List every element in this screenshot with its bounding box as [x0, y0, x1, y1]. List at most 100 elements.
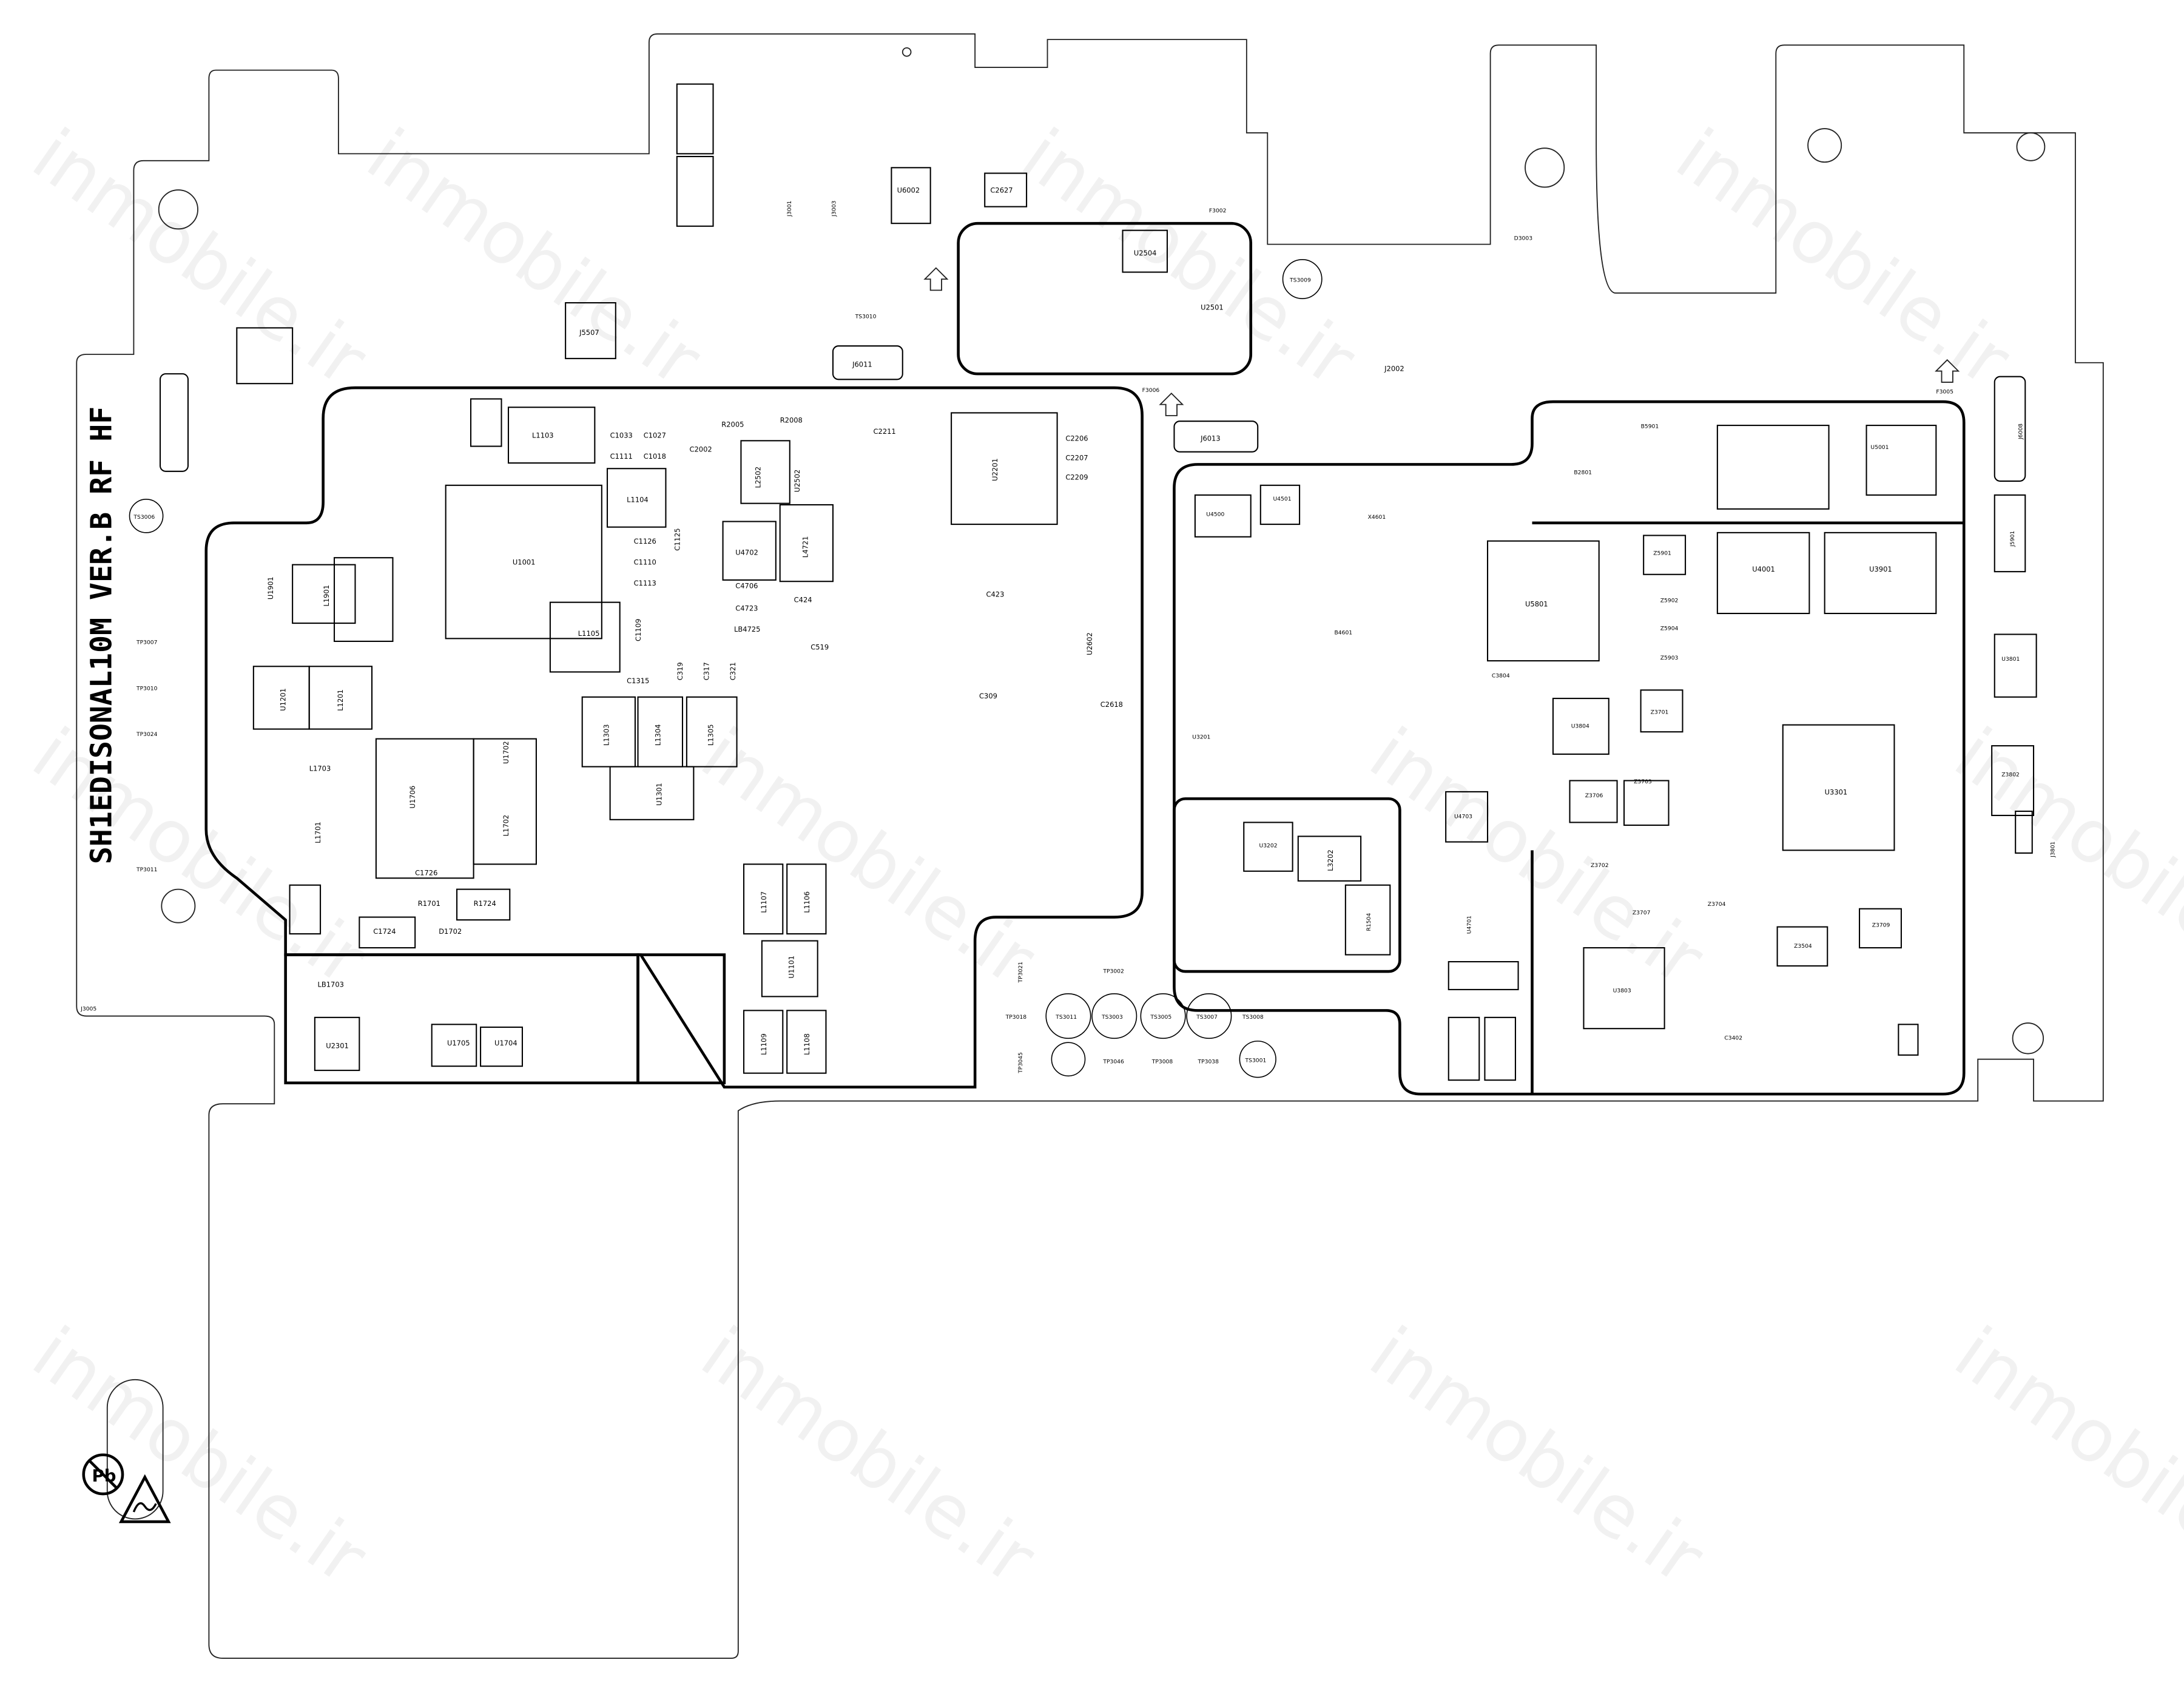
label-j2002: J2002: [1384, 365, 1404, 373]
label-u2602: U2602: [1085, 632, 1094, 655]
label-j5507: J5507: [579, 328, 599, 337]
label-c2206: C2206: [1065, 434, 1088, 442]
label-ts3006: TS3006: [133, 514, 155, 521]
label-c1110: C1110: [634, 558, 656, 567]
label-r2005: R2005: [721, 420, 744, 428]
label-c1126: C1126: [634, 537, 656, 545]
label-b4601: B4601: [1334, 629, 1352, 636]
label-f3005: F3005: [1936, 388, 1953, 395]
label-u3201: U3201: [1192, 734, 1210, 741]
label-l1703: L1703: [309, 764, 331, 772]
label-d3003: D3003: [1514, 235, 1533, 242]
label-ts3008: TS3008: [1242, 1014, 1264, 1021]
watermark-text: inmobile.ir: [1006, 113, 1370, 403]
label-tp3002: TP3002: [1102, 968, 1124, 974]
watermark: inmobile.ir inmobile.ir inmobile.ir inmo…: [18, 113, 2184, 1601]
label-z3702: Z3702: [1591, 862, 1609, 869]
label-l1701: L1701: [314, 822, 322, 843]
component-labels: U1001 U2201 U5801 U3301 U4001 U3901 L110…: [80, 186, 2056, 1074]
label-j3005: J3005: [80, 1005, 96, 1012]
ts3003-pad: [1091, 993, 1138, 1039]
label-r2008: R2008: [780, 416, 803, 424]
board-title: SH1EDISONAL10M VER.B RF HF: [85, 407, 119, 865]
label-u1705: U1705: [447, 1039, 470, 1047]
label-c424: C424: [794, 596, 812, 604]
lead-free-icon: Pb: [82, 1453, 124, 1496]
arrow-up-outline-icon: [923, 267, 949, 291]
label-c4723: C4723: [735, 604, 758, 612]
arrow-up-outline-icon: [1159, 392, 1184, 416]
ts3005-pad: [1140, 993, 1186, 1039]
label-tp3046: TP3046: [1102, 1059, 1124, 1065]
mounting-hole-icon: [2016, 132, 2046, 161]
label-ts3010: TS3010: [855, 313, 877, 320]
label-u4501: U4501: [1273, 496, 1291, 502]
label-u4701: U4701: [1466, 916, 1472, 934]
label-l1109: L1109: [760, 1033, 768, 1055]
label-u3202: U3202: [1259, 843, 1278, 849]
label-f3006: F3006: [1142, 387, 1160, 394]
label-u3804: U3804: [1571, 723, 1589, 729]
label-l1305: L1305: [707, 724, 715, 746]
ts3009-pad: [1282, 259, 1323, 299]
ts3011-pad: [1045, 993, 1091, 1039]
label-c1111: C1111: [610, 452, 633, 461]
fiducial-icon: [902, 47, 912, 57]
label-u1901: U1901: [266, 576, 275, 599]
label-l1105: L1105: [578, 629, 600, 638]
esd-warning-icon: [118, 1474, 171, 1524]
label-u3901: U3901: [1869, 565, 1892, 573]
label-z3707: Z3707: [1633, 910, 1651, 916]
label-r1724: R1724: [474, 899, 496, 908]
label-tp3045: TP3045: [1017, 1052, 1024, 1074]
label-c1018: C1018: [644, 452, 666, 461]
label-u2301: U2301: [326, 1041, 349, 1050]
label-lb1703: LB1703: [317, 980, 343, 988]
shield-top-mid: [957, 221, 1253, 376]
label-j6013: J6013: [1200, 434, 1221, 442]
label-tp3018: TP3018: [1005, 1014, 1027, 1021]
label-u3301: U3301: [1825, 788, 1848, 796]
label-j3001: J3001: [786, 201, 793, 217]
label-x4601: X4601: [1368, 514, 1386, 521]
label-c2627: C2627: [990, 186, 1013, 195]
label-c4706: C4706: [735, 582, 758, 590]
label-c319: C319: [676, 662, 684, 680]
label-tp3010: TP3010: [136, 685, 158, 692]
label-c1315: C1315: [627, 677, 649, 685]
label-ts3001: TS3001: [1245, 1057, 1267, 1064]
label-l1107: L1107: [760, 891, 768, 913]
label-l1108: L1108: [803, 1033, 811, 1055]
label-c1724: C1724: [373, 927, 396, 936]
label-c1027: C1027: [644, 431, 666, 440]
label-u5001: U5001: [1870, 444, 1889, 451]
label-l1702: L1702: [502, 815, 510, 837]
label-u2501: U2501: [1201, 303, 1224, 312]
label-u6002: U6002: [897, 186, 920, 195]
label-u5801: U5801: [1525, 600, 1548, 609]
ts3006-pad: [129, 498, 164, 533]
watermark-text: inmobile.ir: [1940, 1311, 2184, 1601]
label-b2801: B2801: [1574, 469, 1592, 476]
label-ts3003: TS3003: [1101, 1014, 1123, 1021]
watermark-text: inmobile.ir: [18, 1311, 382, 1601]
watermark-text: inmobile.ir: [1661, 113, 2025, 403]
label-c3804: C3804: [1492, 673, 1510, 680]
label-c1109: C1109: [634, 619, 642, 641]
label-c2207: C2207: [1065, 453, 1088, 462]
label-ts3007: TS3007: [1196, 1014, 1218, 1021]
label-r1504: R1504: [1366, 913, 1372, 931]
slot-hole: [106, 1379, 164, 1520]
label-u1301: U1301: [655, 783, 664, 806]
mounting-hole-icon: [158, 189, 198, 230]
label-u1706: U1706: [408, 786, 417, 809]
label-c321: C321: [729, 662, 737, 680]
label-c2618: C2618: [1100, 700, 1123, 709]
label-u2504: U2504: [1134, 249, 1157, 257]
label-l2502: L2502: [754, 467, 763, 488]
watermark-text: inmobile.ir: [1355, 1311, 1719, 1601]
label-z5902: Z5902: [1660, 598, 1679, 604]
shield-main-left: [204, 386, 1144, 1089]
label-z3709: Z3709: [1872, 922, 1890, 929]
